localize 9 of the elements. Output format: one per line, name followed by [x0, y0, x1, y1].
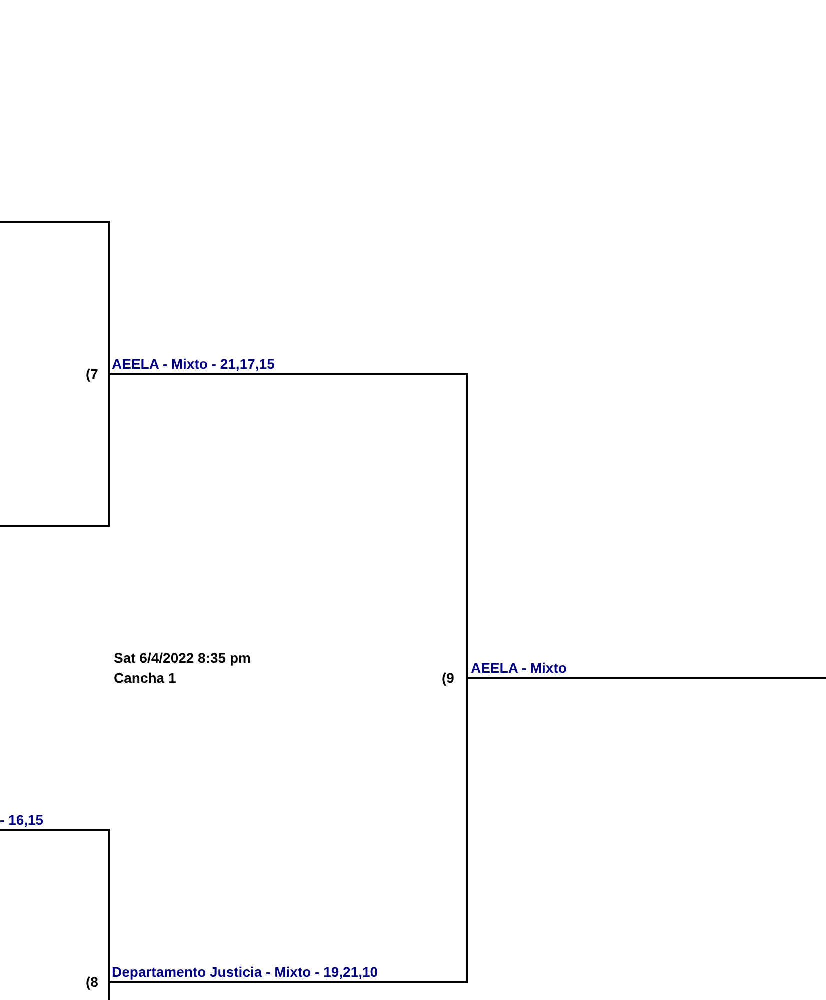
- team-result: AEELA - Mixto - 21,17,15: [112, 356, 275, 372]
- match-number: (9: [442, 670, 454, 686]
- court-name: Cancha 1: [114, 670, 176, 686]
- team-result: - 16,15: [0, 812, 44, 828]
- team-result: AEELA - Mixto: [471, 660, 567, 676]
- match-number: (7: [86, 366, 98, 382]
- match-number: (8: [86, 974, 98, 990]
- team-result: Departamento Justicia - Mixto - 19,21,10: [112, 964, 378, 980]
- match-time: Sat 6/4/2022 8:35 pm: [114, 650, 251, 666]
